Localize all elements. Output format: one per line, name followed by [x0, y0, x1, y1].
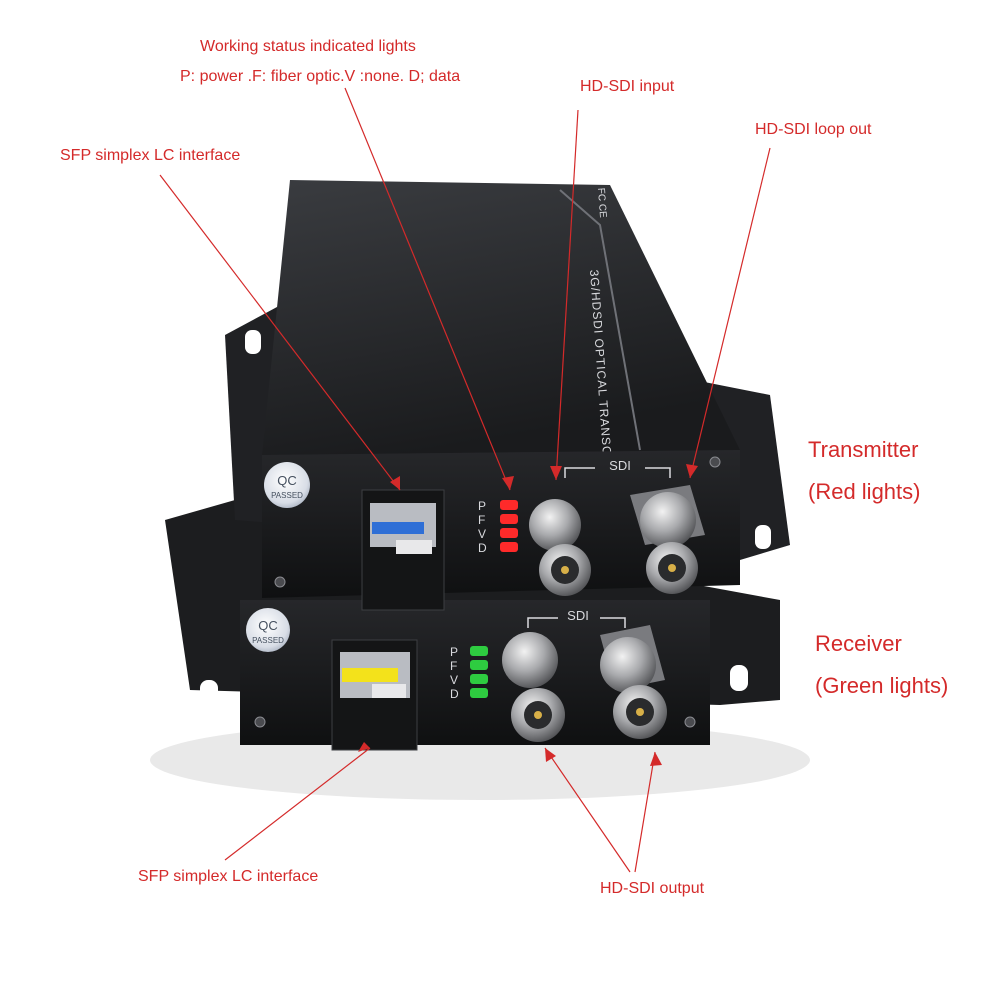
- callout-hdsdi-output-2: [634, 751, 656, 873]
- arrowhead: [650, 752, 662, 766]
- callout-arrowheads: [358, 464, 698, 766]
- sdi-bracket-right: [600, 617, 626, 628]
- led-letter-f: F: [478, 513, 485, 527]
- hdsdi-input-label: HD-SDI input: [580, 78, 675, 95]
- bnc-nut: [640, 492, 696, 548]
- qc-passed-text: PASSED: [271, 491, 303, 500]
- bnc-nut: [502, 632, 558, 688]
- sdi-label-receiver: SDI: [567, 608, 589, 623]
- transmitter-top-face: [262, 180, 740, 455]
- arrowhead: [358, 742, 370, 752]
- arrowhead: [390, 476, 400, 490]
- sdi-bracket-right: [645, 467, 671, 478]
- sfp-interface-label-top: SFP simplex LC interface: [60, 147, 241, 164]
- led-letter-p: P: [478, 499, 486, 513]
- receiver-label: Receiver: [815, 631, 902, 656]
- transmitter-label: Transmitter: [808, 437, 919, 462]
- callout-hdsdi-input: [555, 109, 579, 481]
- callout-status-lights: [344, 87, 511, 491]
- callout-sfp-bottom: [224, 747, 371, 861]
- sfp-latch-blue: [372, 522, 424, 534]
- led-letter-v: V: [478, 527, 486, 541]
- top-face-fcc-mark: FC CE: [595, 187, 608, 218]
- arrowhead: [686, 464, 698, 478]
- led-power: [500, 500, 518, 510]
- arrowhead: [545, 748, 556, 762]
- hdsdi-output-label: HD-SDI output: [600, 880, 705, 897]
- led-power: [470, 646, 488, 656]
- green-status-leds: [470, 646, 488, 698]
- callout-sfp-top: [159, 174, 401, 491]
- bnc-pin: [636, 708, 644, 716]
- led-letters-receiver: P F V D: [450, 645, 459, 701]
- screw: [254, 716, 266, 728]
- led-letters-transmitter: P F V D: [478, 499, 487, 555]
- bnc-loopout-transmitter: [630, 485, 705, 594]
- qc-text: QC: [277, 473, 297, 488]
- led-letter-p: P: [450, 645, 458, 659]
- flange-hole: [200, 680, 218, 706]
- sfp-module-transmitter: [361, 489, 445, 611]
- arrowhead: [502, 476, 514, 490]
- led-data: [500, 542, 518, 552]
- bnc-pin: [561, 566, 569, 574]
- working-status-label: Working status indicated lights: [200, 38, 416, 55]
- screw: [274, 576, 286, 588]
- flange-hole: [730, 665, 748, 691]
- bnc-pin: [668, 564, 676, 572]
- led-legend-label: P: power .F: fiber optic.V :none. D; dat…: [180, 68, 461, 85]
- bnc-output-receiver-1: [502, 632, 565, 742]
- led-none: [500, 528, 518, 538]
- arrowhead: [550, 466, 562, 480]
- screw: [684, 716, 696, 728]
- top-groove: [559, 189, 641, 451]
- bnc-output-receiver-2: [600, 625, 667, 739]
- bnc-nut: [529, 499, 581, 551]
- sdi-label-transmitter: SDI: [609, 458, 631, 473]
- callout-lines: [159, 87, 771, 873]
- screws: [254, 456, 721, 728]
- led-fiber: [500, 514, 518, 524]
- qc-sticker-receiver: [246, 608, 290, 652]
- led-data: [470, 688, 488, 698]
- qc-text: QC: [258, 618, 278, 633]
- qc-sticker-transmitter: [264, 462, 310, 508]
- bnc-nut: [600, 637, 656, 693]
- callout-hdsdi-loop: [689, 147, 771, 479]
- bnc-input-transmitter: [529, 499, 591, 596]
- sfp-module-receiver: [331, 639, 418, 751]
- qc-passed-text: PASSED: [252, 636, 284, 645]
- sdi-bracket-left: [527, 617, 558, 628]
- led-none: [470, 674, 488, 684]
- red-status-leds: [500, 500, 518, 552]
- sfp-interface-label-bottom: SFP simplex LC interface: [138, 868, 319, 885]
- led-letter-f: F: [450, 659, 457, 673]
- flange-hole: [245, 330, 261, 354]
- led-fiber: [470, 660, 488, 670]
- callout-hdsdi-output-1: [544, 747, 631, 873]
- led-letter-v: V: [450, 673, 458, 687]
- bnc-pin: [534, 711, 542, 719]
- sfp-lc-port: [396, 540, 432, 554]
- led-letter-d: D: [450, 687, 459, 701]
- hdsdi-loop-out-label: HD-SDI loop out: [755, 121, 872, 138]
- sfp-latch-yellow: [342, 668, 398, 682]
- flange-hole: [755, 525, 771, 549]
- sdi-bracket-left: [564, 467, 595, 478]
- screw: [709, 456, 721, 468]
- led-letter-d: D: [478, 541, 487, 555]
- red-lights-label: (Red lights): [808, 479, 921, 504]
- sfp-lc-port: [372, 684, 406, 698]
- green-lights-label: (Green lights): [815, 673, 949, 698]
